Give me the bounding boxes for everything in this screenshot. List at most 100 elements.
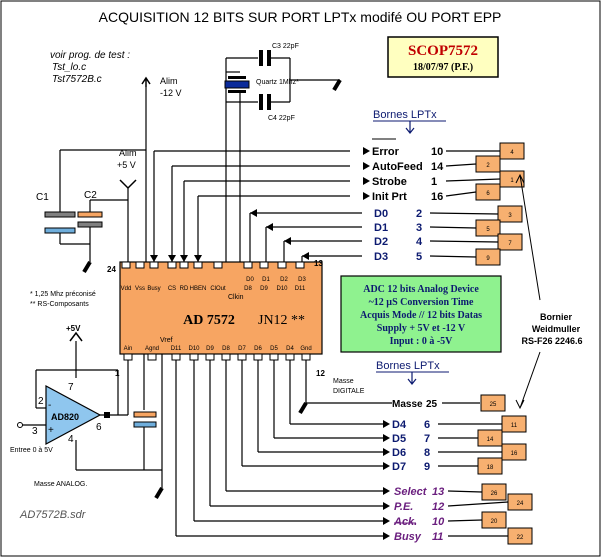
- data-high-name: D2: [374, 236, 388, 248]
- chip-label: AD 7572: [183, 313, 235, 328]
- lpt-terminal-label: 6: [486, 191, 490, 197]
- chip-top-pin-label: D8: [244, 286, 252, 292]
- lpt-terminal-label: 3: [508, 213, 512, 219]
- chip-top-pin-row2-label: D0: [246, 277, 254, 283]
- arrow-right-icon: [363, 192, 370, 200]
- quartz-plate-bottom: [228, 90, 246, 93]
- lpt-terminal: [507, 493, 533, 511]
- lpt-terminal-label: 16: [511, 451, 518, 457]
- chip-bottom-pin-label: D9: [206, 346, 214, 352]
- c4-label: C4 22pF: [268, 115, 295, 122]
- arrow-right-icon: [363, 147, 370, 155]
- lpt-terminal-label: 4: [510, 150, 514, 156]
- chip-top-pin-label: CS: [168, 286, 176, 292]
- chip-top-pin-3: [167, 261, 177, 269]
- data-low-pin: 6: [424, 419, 430, 431]
- signal-wires: [127, 150, 509, 537]
- test-note-line-2: Tst_lo.c: [52, 62, 86, 73]
- lpt-terminal-label: 18: [487, 465, 494, 471]
- data-low-name: D4: [392, 419, 407, 431]
- test-note-line-3: Tst7572B.c: [52, 74, 102, 85]
- c3-plate-1: [259, 50, 263, 66]
- c2-label: C2: [84, 190, 97, 201]
- chip-clkin-label: Clkin: [228, 294, 244, 301]
- chip-top-pin-label: HBEN: [190, 286, 207, 292]
- lpt-terminal-label: 14: [487, 437, 494, 443]
- alim-neg-label-2: -12 V: [160, 88, 182, 98]
- chip-top-pin-5: [193, 261, 203, 269]
- bornier-line-1: Bornier: [540, 312, 573, 322]
- chip-bottom-pin-label: D10: [188, 346, 200, 352]
- c1-plate-bottom: [44, 227, 76, 234]
- opamp-triangle: [45, 384, 102, 446]
- status-signal-name: Busy: [394, 531, 422, 543]
- chip-top-pin-label: D11: [295, 286, 306, 292]
- status-signal-pin: 12: [432, 501, 444, 513]
- digital-ground-icon: [298, 401, 308, 415]
- input-range-label: Entree 0 à 5V: [10, 447, 53, 454]
- c4-plate-1: [259, 94, 263, 110]
- control-signal-name: AutoFeed: [372, 161, 423, 173]
- masse-analog-label: Masse ANALOG.: [34, 481, 87, 488]
- lpt-header-top: Bornes LPTx: [373, 109, 446, 134]
- quartz-label: Quartz 1Mhz*: [256, 79, 299, 86]
- chip-bottom-pin-label: D8: [222, 346, 230, 352]
- lpt-header-top-arrow-icon: [405, 121, 415, 134]
- chip-top-pin-10: [295, 261, 305, 269]
- opamp-pin2: 2: [38, 396, 44, 407]
- status-signal-name: Select: [394, 486, 428, 498]
- opamp-label: AD820: [51, 412, 79, 422]
- lpt-terminal: [481, 511, 507, 529]
- alim-neg-12v: Alim -12 V: [141, 76, 182, 262]
- c3-plate-2: [267, 50, 271, 66]
- lpt-terminal: [501, 443, 527, 461]
- masse25-terminal: [480, 394, 506, 412]
- bornier-line-2: Weidmuller: [532, 324, 581, 334]
- c2-plate-top: [77, 211, 103, 218]
- info-line-3: Acquis Mode // 12 bits Datas: [360, 310, 482, 321]
- chip-bottom-pin-label: Gnd: [300, 346, 311, 352]
- opamp-pin7: 7: [68, 382, 74, 393]
- capacitors-c1-c2: C1 C2: [36, 149, 146, 274]
- status-signal-pin: 13: [432, 486, 444, 498]
- chip-top-pin-label: RD: [180, 286, 189, 292]
- arrow-right-icon: [363, 162, 370, 170]
- arrow-right-icon: [383, 462, 390, 470]
- arrow-down-icon: [180, 255, 188, 262]
- analog-ground-icon: [154, 486, 164, 500]
- chip-top-pin-7: [243, 261, 253, 269]
- ad820-opamp: +5V AD820 - + 7 4 2 3 6 Entree 0 à 5V Ma…: [10, 324, 162, 488]
- arrow-right-icon: [383, 502, 390, 510]
- chip-bottom-pin-label: D5: [270, 346, 278, 352]
- arrow-right-icon: [383, 487, 390, 495]
- chip-top-pin-0: [121, 261, 131, 269]
- arrow-left-icon: [266, 223, 273, 231]
- masse25-pin: 25: [426, 399, 438, 410]
- input-terminal-icon: [17, 422, 23, 428]
- arrow-left-icon: [284, 237, 291, 245]
- lpt-terminal-label: 7: [508, 241, 512, 247]
- lpt-terminal-label: 5: [486, 227, 490, 233]
- masse-digitale-line-1: Masse: [333, 378, 354, 385]
- data-low-pin: 8: [424, 447, 430, 459]
- lpt-terminal: [477, 429, 503, 447]
- info-line-2: ~12 µS Conversion Time: [369, 297, 474, 308]
- vref-capacitor: [133, 354, 164, 500]
- lpt-terminal: [497, 233, 523, 251]
- c3-label: C3 22pF: [272, 43, 299, 50]
- info-line-1: ADC 12 bits Analog Device: [363, 284, 479, 295]
- lpt-terminal: [507, 527, 533, 545]
- opamp-supply-arrow-icon: [69, 331, 83, 342]
- lpt-terminal-label: 20: [491, 519, 498, 525]
- chip-bottom-pin-10: [301, 353, 311, 361]
- control-signal-pin: 10: [431, 146, 443, 158]
- lpt-header-bottom-label: Bornes LPTx: [376, 360, 440, 372]
- lpt-terminal-label: 11: [511, 423, 518, 429]
- quartz-body: [224, 80, 250, 89]
- lpt-terminal-label: 2: [486, 163, 490, 169]
- chip-top-pin-2: [149, 261, 159, 269]
